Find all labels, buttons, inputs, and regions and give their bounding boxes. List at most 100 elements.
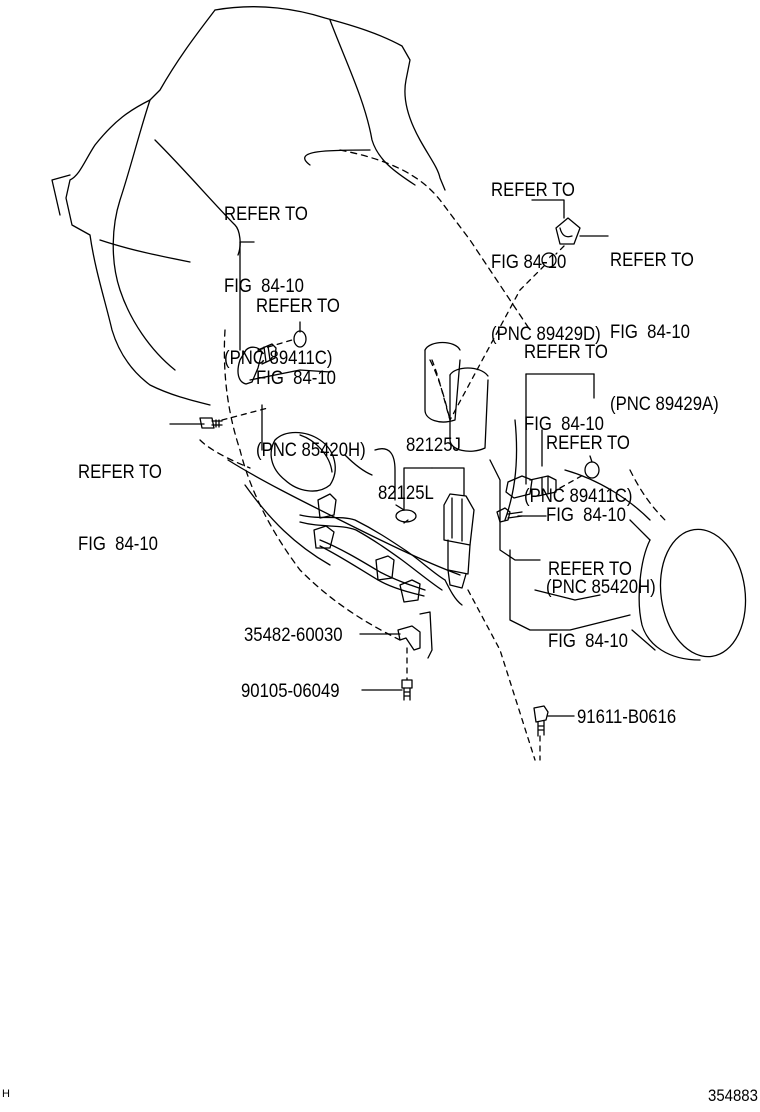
callout-line: REFER TO: [548, 559, 632, 580]
case-body: [534, 589, 601, 601]
speed-sensor-left: [257, 343, 277, 365]
callout-line: REFER TO: [256, 296, 340, 317]
switch-top: [559, 227, 573, 238]
callout-line: FIG 84-10: [491, 252, 567, 273]
switch-top: [555, 217, 581, 245]
wire-harness: [444, 579, 463, 606]
part-number-35482-60030: 35482-60030: [244, 625, 343, 646]
output-flange: [659, 528, 747, 658]
callout-line: (PNC 89411C): [524, 486, 633, 507]
callout-line: (PNC 89429A): [610, 394, 719, 415]
case-body: [449, 374, 489, 452]
callout-refer-left-bolt: REFER TO FIG 84-10: [78, 413, 162, 581]
part-number-90105-06049: 90105-06049: [241, 681, 340, 702]
wire-harness: [319, 539, 426, 591]
callout-refer-right-bolt: REFER TO FIG 84-10: [548, 510, 632, 678]
case-body: [504, 419, 518, 521]
case-contour: [629, 469, 666, 521]
bracket-35482-60030: [397, 625, 421, 651]
callout-line: (PNC 85420H): [546, 577, 656, 598]
case-body: [449, 367, 489, 377]
callout-line: FIG 84-10: [224, 276, 304, 297]
bolt-right: [496, 507, 511, 523]
wire-harness: [299, 514, 446, 581]
speed-sensor-left: [263, 345, 271, 363]
output-flange: [629, 519, 651, 541]
callout-line: FIG 84-10: [548, 631, 628, 652]
callout-line: REFER TO: [78, 462, 162, 483]
callout-line: (PNC 89411C): [224, 348, 333, 369]
callout-refer-89411c-right: REFER TO FIG 84-10 (PNC 89411C): [524, 293, 632, 533]
callout-refer-85420h-left: REFER TO FIG 84-10 (PNC 85420H): [256, 247, 366, 487]
callout-line: FIG 84-10: [78, 534, 158, 555]
connector-82125J: [447, 539, 471, 575]
case-body: [424, 349, 461, 423]
bracket-35482-60030: [419, 611, 433, 659]
case-contour: [199, 439, 251, 469]
case-body: [424, 341, 461, 351]
bolt-91611-B0616: [533, 705, 549, 723]
bolt-90105-06049: [401, 679, 413, 689]
case-body: [244, 484, 331, 566]
bolt-left: [211, 419, 223, 428]
callout-line: REFER TO: [524, 342, 608, 363]
callout-line: (PNC 85420H): [256, 440, 366, 461]
connector: [375, 555, 395, 581]
callout-line: (PNC 89429D): [491, 324, 601, 345]
connector: [313, 525, 335, 549]
bell-housing-outline: [99, 239, 191, 263]
callout-refer-85420h-right: REFER TO FIG 84-10 (PNC 85420H): [546, 384, 656, 624]
case-body: [227, 459, 461, 576]
bell-housing-outline: [329, 19, 416, 186]
callout-line: FIG 84-10: [256, 368, 336, 389]
speed-sensor-right: [541, 476, 549, 495]
output-flange: [638, 539, 701, 661]
case-body: [509, 549, 631, 631]
output-flange: [631, 629, 656, 651]
case-body: [489, 459, 541, 561]
leader-lines: [169, 149, 609, 717]
case-body: [249, 369, 331, 381]
part-number-82125j: 82125J: [406, 435, 461, 456]
wire-harness: [299, 521, 443, 591]
o-ring-82125L: [395, 509, 417, 523]
callout-line: FIG 84-10: [610, 322, 690, 343]
callout-line: FIG 84-10: [524, 414, 604, 435]
callout-refer-89411c-left: REFER TO FIG 84-10 (PNC 89411C): [224, 155, 332, 395]
part-number-82125l: 82125L: [378, 483, 434, 504]
case-body: [344, 454, 373, 476]
o-ring-top: [541, 252, 557, 268]
connector-82125J: [443, 493, 475, 546]
case-contour: [223, 329, 401, 641]
callout-refer-89429d: REFER TO FIG 84-10 (PNC 89429D): [491, 131, 601, 371]
connector-82125J: [451, 497, 463, 542]
case-body: [299, 434, 333, 473]
callout-line: REFER TO: [491, 180, 575, 201]
speed-sensor-right: [505, 475, 533, 499]
speed-sensor-left: [237, 346, 263, 385]
callout-line: REFER TO: [610, 250, 694, 271]
callout-line: REFER TO: [224, 204, 308, 225]
callout-refer-89429a: REFER TO FIG 84-10 (PNC 89429A): [610, 201, 719, 441]
bell-housing-outline: [214, 6, 446, 191]
speed-sensor-right: [529, 475, 557, 497]
footer-mark: H: [2, 1088, 10, 1100]
case-body: [270, 431, 336, 492]
case-contour: [429, 359, 451, 421]
callout-line: FIG 84-10: [546, 505, 626, 526]
connector: [399, 579, 421, 603]
case-body: [374, 448, 396, 501]
bolt-90105-06049: [403, 687, 411, 701]
callout-line: REFER TO: [546, 433, 630, 454]
bell-housing-outline: [112, 99, 176, 371]
bolt-left: [199, 417, 215, 429]
case-body: [564, 469, 651, 521]
connector: [317, 493, 337, 519]
part-number-91611-b0616: 91611-B0616: [577, 707, 677, 728]
bell-housing-outline: [65, 9, 216, 406]
bolt-91611-B0616: [537, 720, 545, 737]
diagram-code: 354883: [708, 1086, 758, 1105]
locator-lines: [221, 245, 586, 761]
bell-housing-outline: [51, 174, 71, 216]
